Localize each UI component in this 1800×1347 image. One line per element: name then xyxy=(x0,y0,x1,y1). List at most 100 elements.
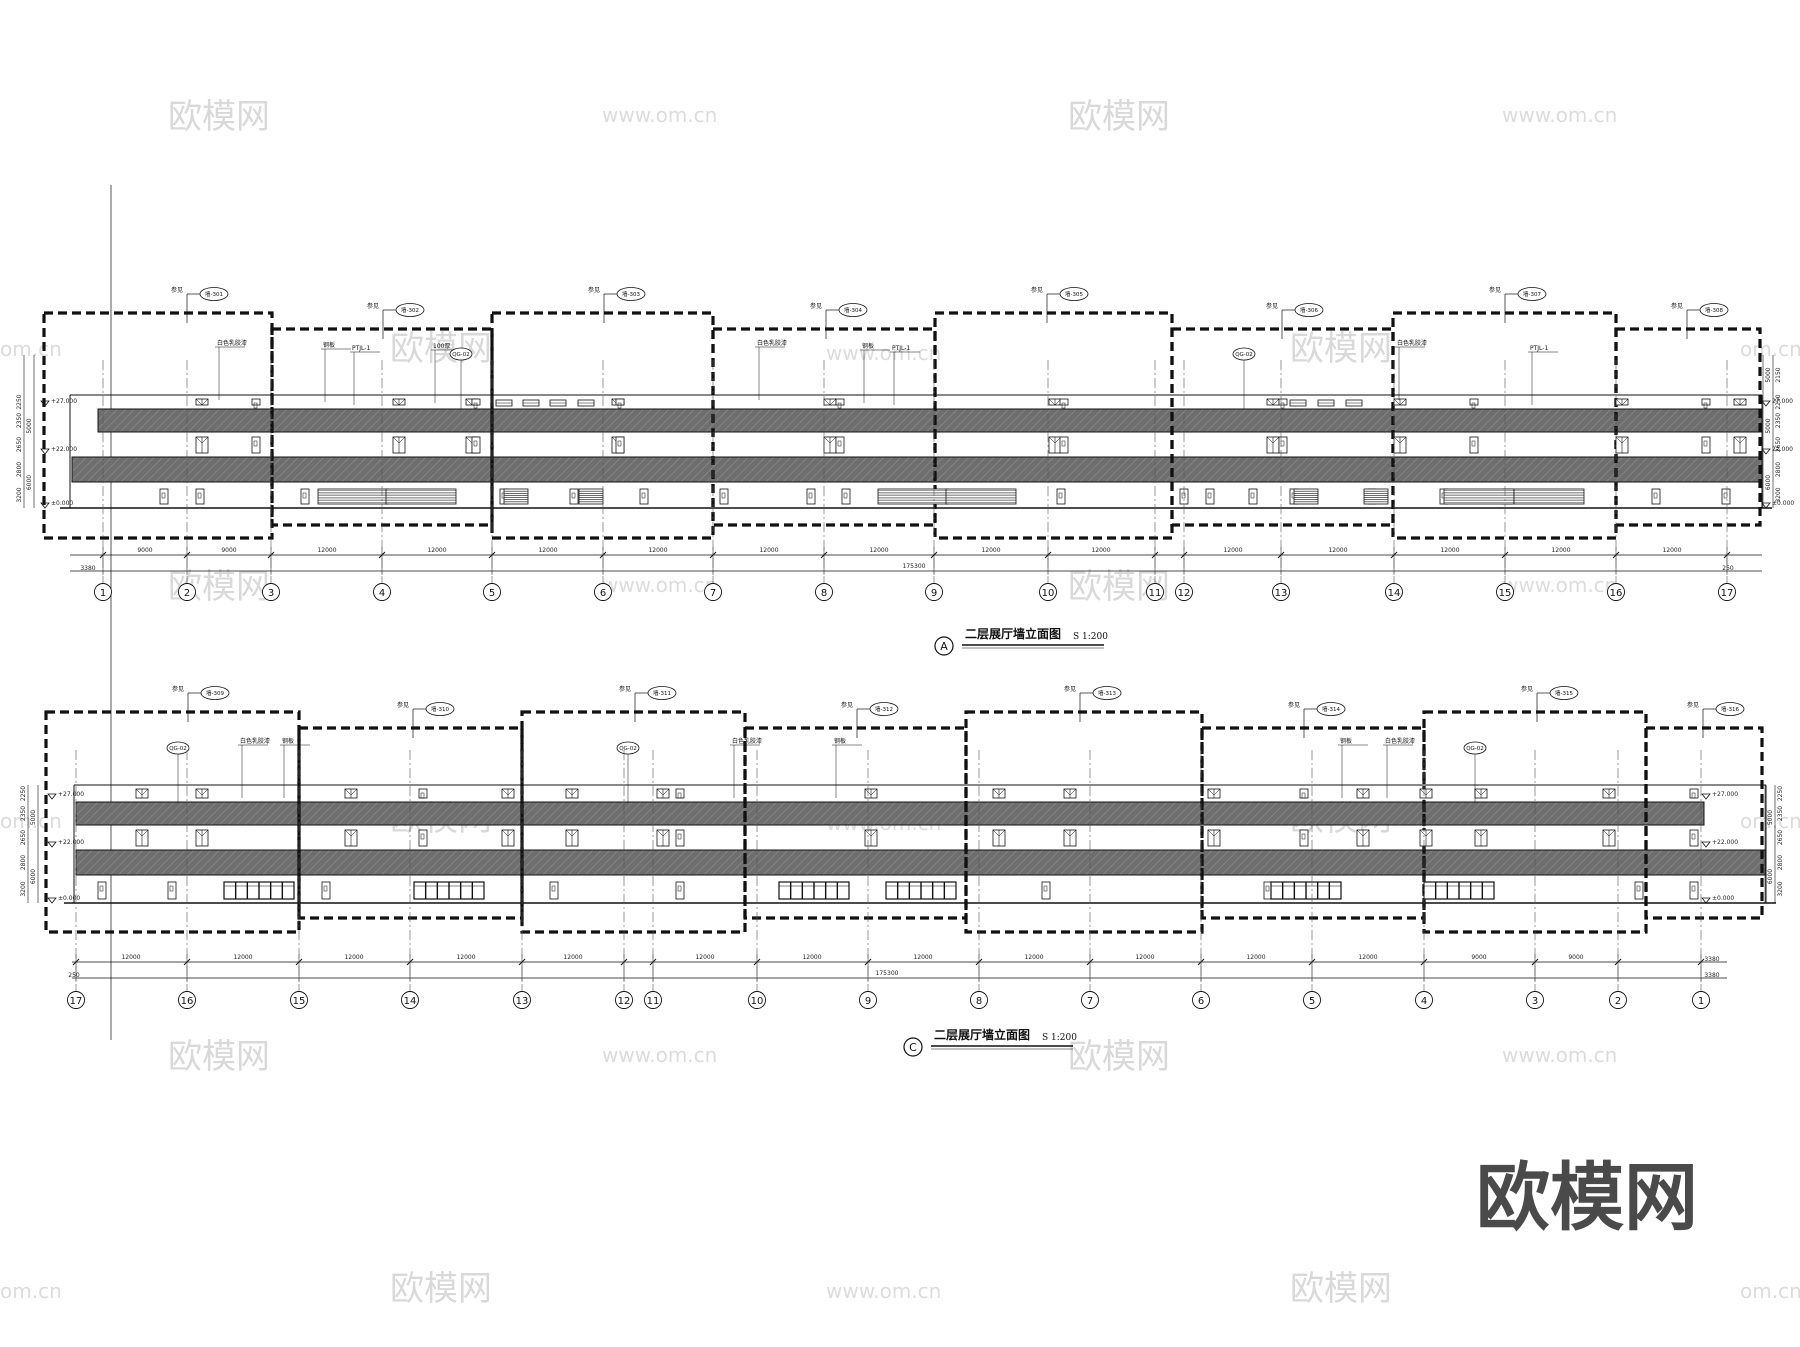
grid-label: 7 xyxy=(710,588,716,599)
grid-label: 14 xyxy=(404,996,417,1007)
grid-bubble xyxy=(401,991,419,1009)
watermark-brand: 欧模网 xyxy=(1068,97,1170,137)
callout-tag xyxy=(1316,702,1346,716)
elevation-c-openings xyxy=(97,788,1699,900)
grid-bubble xyxy=(1192,991,1210,1009)
callout-tag xyxy=(1092,686,1122,700)
level-marker xyxy=(1701,897,1711,904)
callout-ref: 墙-307 xyxy=(1523,290,1541,298)
window-swing xyxy=(135,829,149,837)
door-panel xyxy=(161,492,166,499)
watermark-url: www.om.cn xyxy=(1502,103,1617,127)
height-dimension: 2150 xyxy=(1775,367,1782,382)
door-panel xyxy=(808,492,813,499)
callout-tag xyxy=(869,702,899,716)
height-dimension: 2650 xyxy=(16,437,23,452)
level-marker xyxy=(47,841,57,848)
height-dimension: 2650 xyxy=(20,830,27,845)
door xyxy=(251,398,261,406)
callout-tag xyxy=(1715,702,1745,716)
watermark-brand: 欧模网 xyxy=(1290,329,1392,369)
door xyxy=(1248,488,1258,505)
material-note: PTJL-1 xyxy=(352,345,370,352)
door xyxy=(1469,398,1479,406)
bay-dimension: 12000 xyxy=(869,547,888,554)
door-panel xyxy=(551,885,556,892)
grid-label: 11 xyxy=(1149,588,1162,599)
grid-label: 8 xyxy=(976,996,982,1007)
watermark-brand: 欧模网 xyxy=(1290,1269,1392,1309)
height-dimension: 2350 xyxy=(16,413,23,428)
callout-tag xyxy=(1699,303,1729,317)
bay-dimension: 12000 xyxy=(317,547,336,554)
callout-ref: 墙-313 xyxy=(1098,689,1116,697)
callout-tag xyxy=(1294,303,1324,317)
door xyxy=(675,881,685,900)
door-panel xyxy=(1043,885,1048,892)
door xyxy=(835,398,845,406)
elevation-c-references: 参见墙-309参见墙-310参见墙-311参见墙-312参见墙-313参见墙-3… xyxy=(166,685,1745,803)
watermark-url-edge: om.cn xyxy=(0,1279,62,1303)
door-panel xyxy=(617,440,622,447)
grid-bubble xyxy=(1039,583,1057,601)
height-dimension: 3200 xyxy=(16,487,23,502)
door-panel xyxy=(1653,492,1658,499)
level-label: 27.000 xyxy=(1772,398,1793,405)
grid-bubble xyxy=(704,583,722,601)
bay-dimension: 12000 xyxy=(1551,547,1570,554)
height-total: 5000 xyxy=(26,418,33,433)
window-swing xyxy=(195,788,209,796)
callout-ref: 墙-315 xyxy=(1555,689,1573,697)
detail-box xyxy=(44,710,301,934)
grid-label: 17 xyxy=(70,996,83,1007)
height-total: 5000 xyxy=(1765,418,1772,433)
watermark-url: www.om.cn xyxy=(1502,1043,1617,1067)
callout-ref: 墙-310 xyxy=(431,705,449,713)
bay-dimension: 12000 xyxy=(913,954,932,961)
window-swing xyxy=(195,436,209,444)
grid-label: 16 xyxy=(1610,588,1623,599)
height-dimension: 2350 xyxy=(1777,806,1784,821)
door xyxy=(1651,488,1661,505)
door xyxy=(1299,788,1309,799)
edge-dimension: 3380 xyxy=(1704,956,1719,963)
callout-tag xyxy=(838,303,868,317)
door-panel xyxy=(1280,440,1285,447)
level-label: ±0.000 xyxy=(1772,500,1794,507)
stair-grille xyxy=(877,488,949,505)
grid-label: 17 xyxy=(1721,588,1734,599)
watermark-brand: 欧模网 xyxy=(1068,1037,1170,1077)
watermark-url: www.om.cn xyxy=(1502,573,1617,597)
grid-bubble xyxy=(94,583,112,601)
level-label: ±0.000 xyxy=(1712,895,1734,902)
window-swing xyxy=(992,788,1006,796)
louver xyxy=(503,488,529,505)
elevation-c-title-block: C 二层展厅墙立面图 S 1:200 xyxy=(903,1027,1077,1057)
grid-bubble xyxy=(1718,583,1736,601)
door xyxy=(195,488,205,505)
window-swing xyxy=(195,398,209,406)
louver xyxy=(1293,488,1319,505)
door-panel xyxy=(1471,440,1476,447)
grid-bubble xyxy=(262,583,280,601)
window-swing xyxy=(1048,436,1062,444)
door xyxy=(251,436,261,454)
door xyxy=(675,829,685,847)
window-swing xyxy=(1419,829,1433,837)
material-tag-label: QG-02 xyxy=(1235,352,1253,358)
grid-bubble xyxy=(1081,991,1099,1009)
door xyxy=(1059,398,1069,406)
door xyxy=(615,398,625,406)
level-marker xyxy=(40,448,50,455)
level-label: +27.000 xyxy=(58,791,84,798)
callout-tag xyxy=(1549,686,1579,700)
door-panel xyxy=(253,440,258,447)
callout-prefix: 参见 xyxy=(1288,701,1300,709)
door-panel xyxy=(420,833,425,840)
door-panel xyxy=(617,402,622,409)
grid-bubble xyxy=(594,583,612,601)
callout-tag xyxy=(1059,287,1089,301)
grid-label: 9 xyxy=(865,996,871,1007)
door-panel xyxy=(721,492,726,499)
bay-dimension: 12000 xyxy=(563,954,582,961)
